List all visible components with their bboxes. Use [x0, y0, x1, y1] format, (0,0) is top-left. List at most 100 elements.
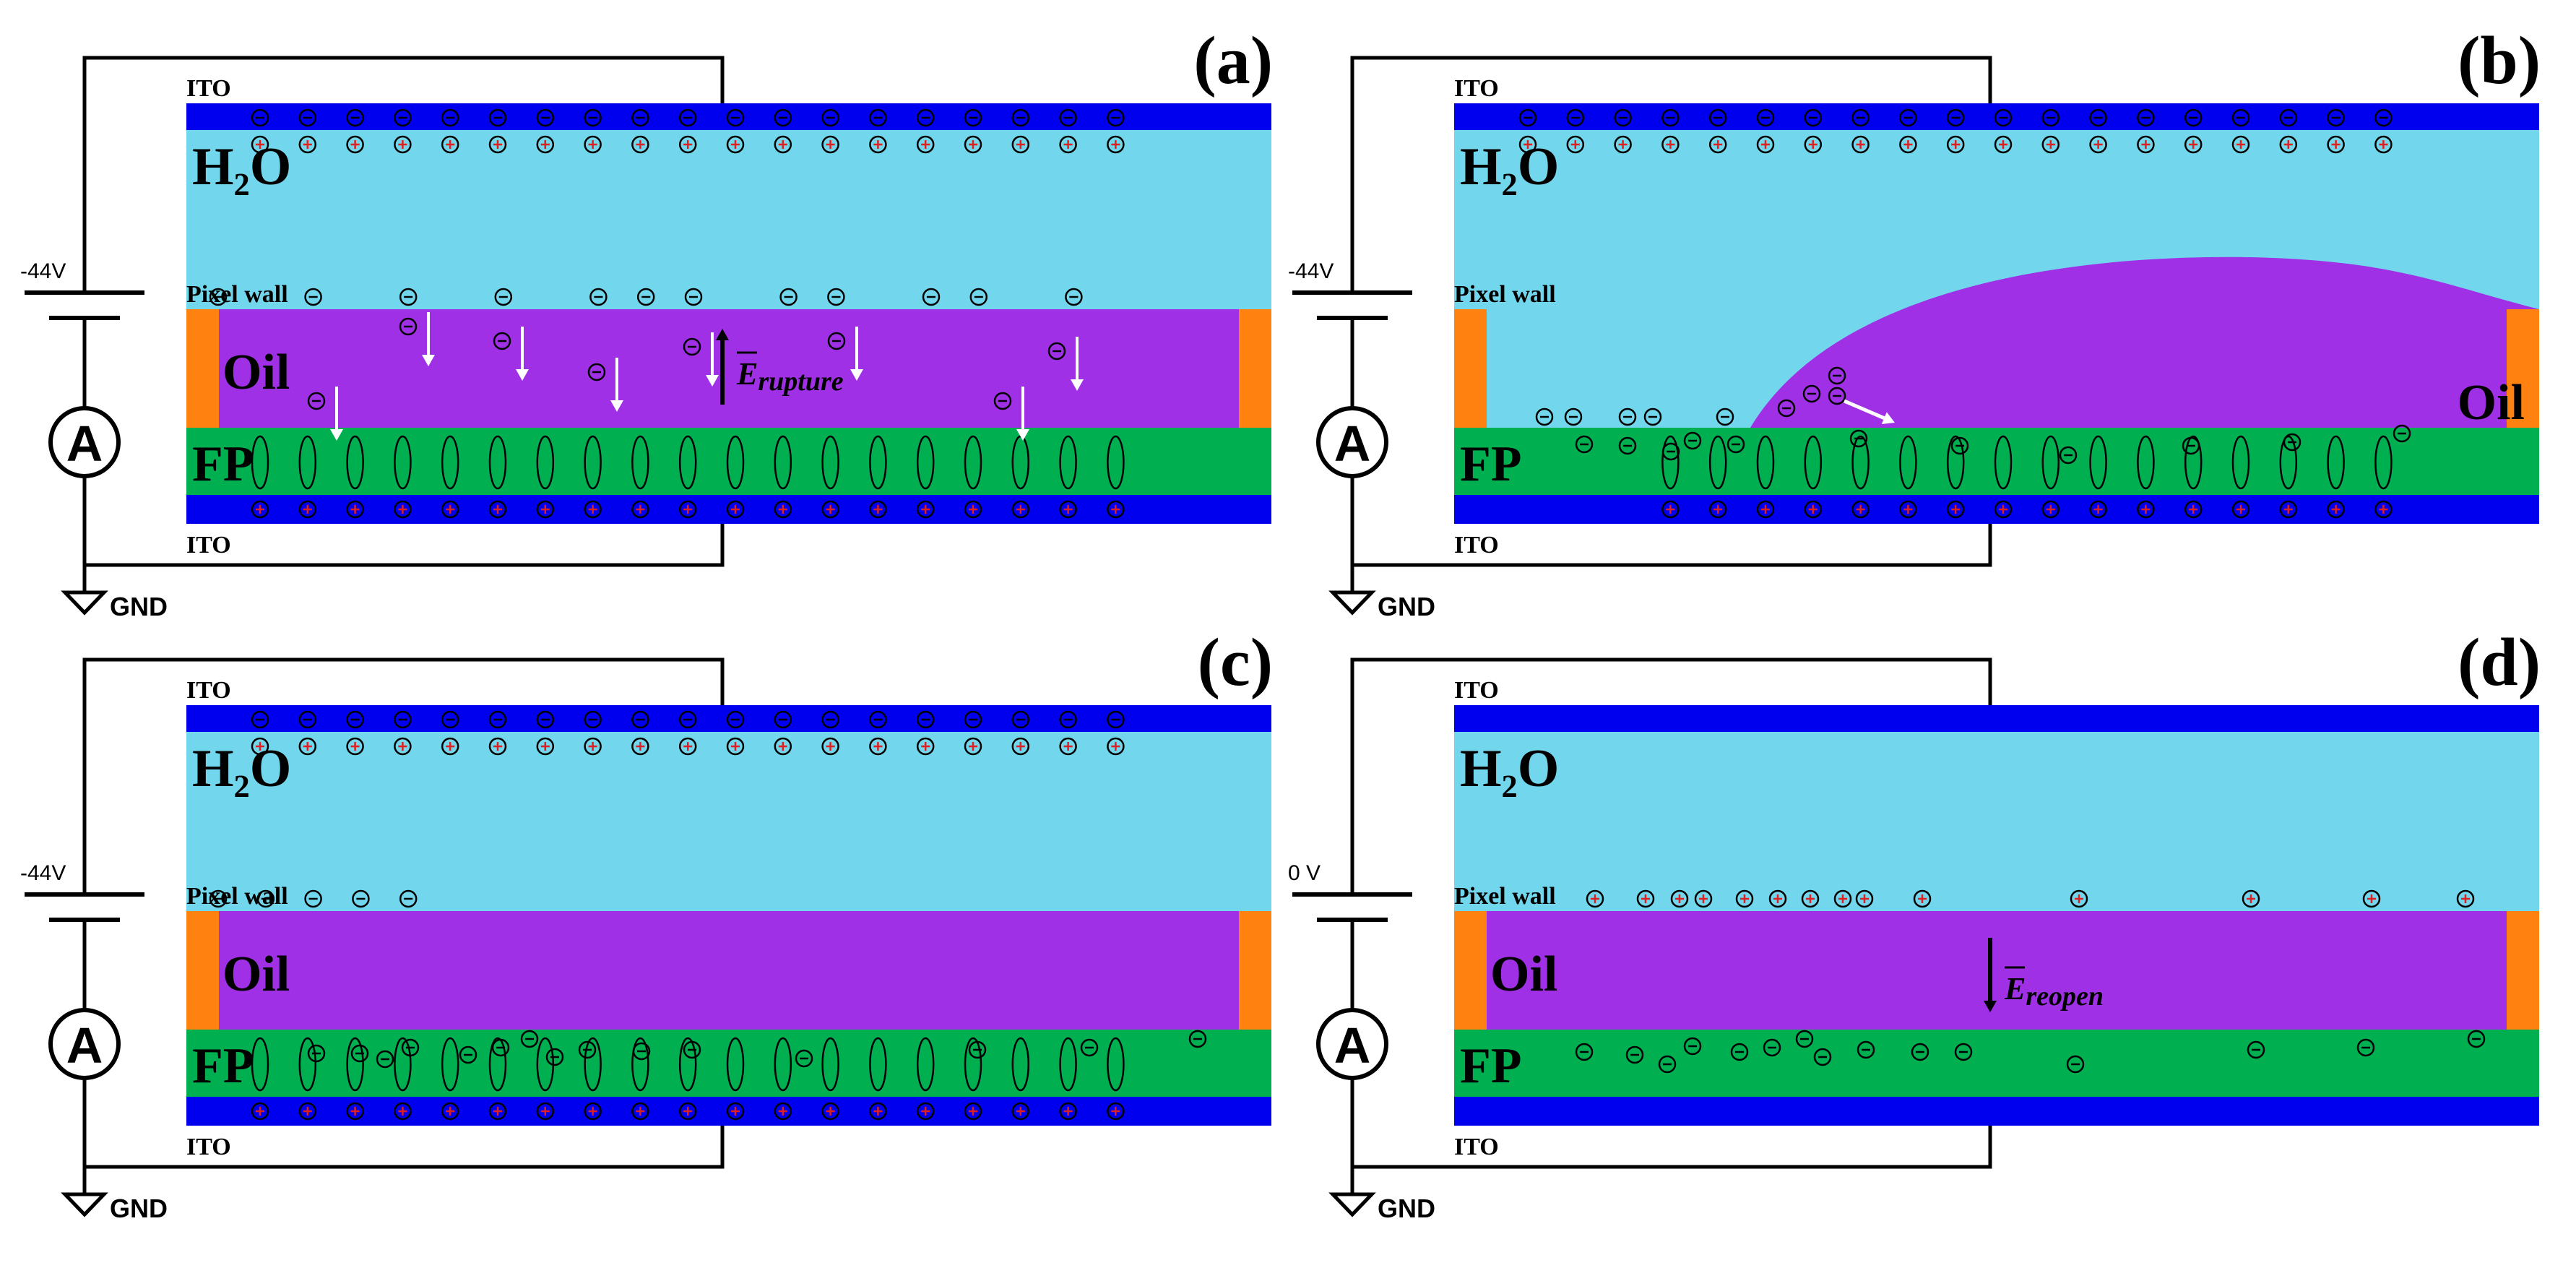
negative-charge: [536, 108, 555, 127]
dipole: [298, 1037, 317, 1092]
fluoropolymer-layer: [186, 428, 1271, 495]
positive-charge: [1661, 500, 1680, 519]
circuit-wire-bottom: [1352, 1126, 1992, 1169]
dipole: [251, 1037, 269, 1092]
negative-charge: [589, 288, 608, 306]
negative-charge: [307, 1044, 326, 1063]
ito-top-label: ITO: [1454, 677, 1499, 704]
positive-charge: [1756, 500, 1775, 519]
dipole: [964, 1037, 982, 1092]
negative-charge: [726, 108, 745, 127]
dipole: [298, 435, 317, 490]
pixel-wall-left: [1454, 309, 1487, 428]
positive-charge: [2041, 500, 2060, 519]
positive-charge: [346, 135, 364, 154]
positive-charge: [536, 737, 555, 756]
dipole: [1946, 435, 1965, 490]
negative-charge: [1899, 108, 1917, 127]
dipole: [916, 435, 935, 490]
positive-charge: [916, 1102, 935, 1121]
dipole: [1661, 435, 1680, 490]
negative-charge: [536, 710, 555, 729]
positive-charge: [916, 500, 935, 519]
negative-charge: [1804, 108, 1823, 127]
positive-charge: [1614, 135, 1632, 154]
positive-charge: [1913, 889, 1932, 908]
negative-charge: [1643, 407, 1662, 426]
negative-charge: [2283, 433, 2301, 452]
positive-charge: [916, 737, 935, 756]
ammeter-label: A: [1334, 415, 1371, 472]
positive-charge: [394, 500, 412, 519]
circuit-wire-top: [82, 657, 725, 892]
positive-charge: [441, 1102, 459, 1121]
negative-charge: [1802, 384, 1821, 403]
positive-charge: [1011, 1102, 1030, 1121]
negative-charge: [1828, 387, 1846, 405]
dipole: [678, 1037, 697, 1092]
positive-charge: [1735, 889, 1754, 908]
negative-charge: [545, 1048, 564, 1066]
oil-droplet: [1750, 256, 2539, 428]
fluoropolymer-layer: [1454, 428, 2539, 495]
positive-charge: [916, 135, 935, 154]
negative-charge: [304, 889, 322, 908]
positive-charge: [1899, 135, 1917, 154]
ito-top-label: ITO: [186, 75, 231, 102]
positive-charge: [394, 737, 412, 756]
negative-charge: [2279, 108, 2298, 127]
drift-arrow: [610, 358, 623, 412]
dipole: [678, 435, 697, 490]
positive-charge: [964, 1102, 982, 1121]
negative-charge: [774, 108, 792, 127]
oil-label: Oil: [222, 345, 290, 400]
dipole: [346, 435, 364, 490]
negative-charge: [2059, 446, 2078, 465]
circuit-wire-bottom: [1352, 524, 1992, 567]
panel-label: (b): [2458, 23, 2541, 98]
negative-charge: [678, 108, 697, 127]
negative-charge: [827, 288, 845, 306]
positive-charge: [2231, 500, 2250, 519]
ammeter-label: A: [66, 415, 103, 472]
dipole: [869, 435, 887, 490]
pixel-wall-left: [186, 309, 219, 428]
pixel-wall-right: [2507, 309, 2539, 428]
dipole: [916, 1037, 935, 1092]
voltage-label: -44V: [20, 259, 66, 283]
negative-charge: [2393, 424, 2411, 443]
water-label: H₂O: [1460, 739, 1559, 798]
negative-charge: [488, 108, 507, 127]
positive-charge: [251, 737, 269, 756]
dipole: [1107, 1037, 1125, 1092]
oil-layer: [1454, 911, 2539, 1030]
circuit-wire-bottom: [85, 1126, 725, 1169]
positive-charge: [2279, 500, 2298, 519]
negative-charge: [1618, 407, 1637, 426]
negative-charge: [1730, 1043, 1749, 1061]
negative-charge: [993, 392, 1012, 410]
negative-charge: [2327, 108, 2345, 127]
oil-layer: [186, 309, 1271, 428]
negative-charge: [394, 710, 412, 729]
negative-charge: [636, 288, 655, 306]
fluoropolymer-layer: [186, 1030, 1271, 1097]
ammeter-label: A: [1334, 1017, 1371, 1074]
negative-charge: [1661, 442, 1680, 461]
negative-charge: [1566, 108, 1585, 127]
negative-charge: [1911, 1043, 1929, 1061]
negative-charge: [401, 1038, 420, 1057]
positive-charge: [2137, 135, 2155, 154]
positive-charge: [2231, 135, 2250, 154]
ground-symbol: [61, 590, 108, 616]
dipole: [2041, 435, 2060, 490]
dipole: [726, 1037, 745, 1092]
negative-charge: [1107, 108, 1125, 127]
positive-charge: [1946, 500, 1965, 519]
negative-charge: [493, 332, 511, 350]
negative-charge: [2089, 108, 2107, 127]
negative-charge: [494, 288, 513, 306]
ito-bottom-label: ITO: [186, 532, 231, 558]
